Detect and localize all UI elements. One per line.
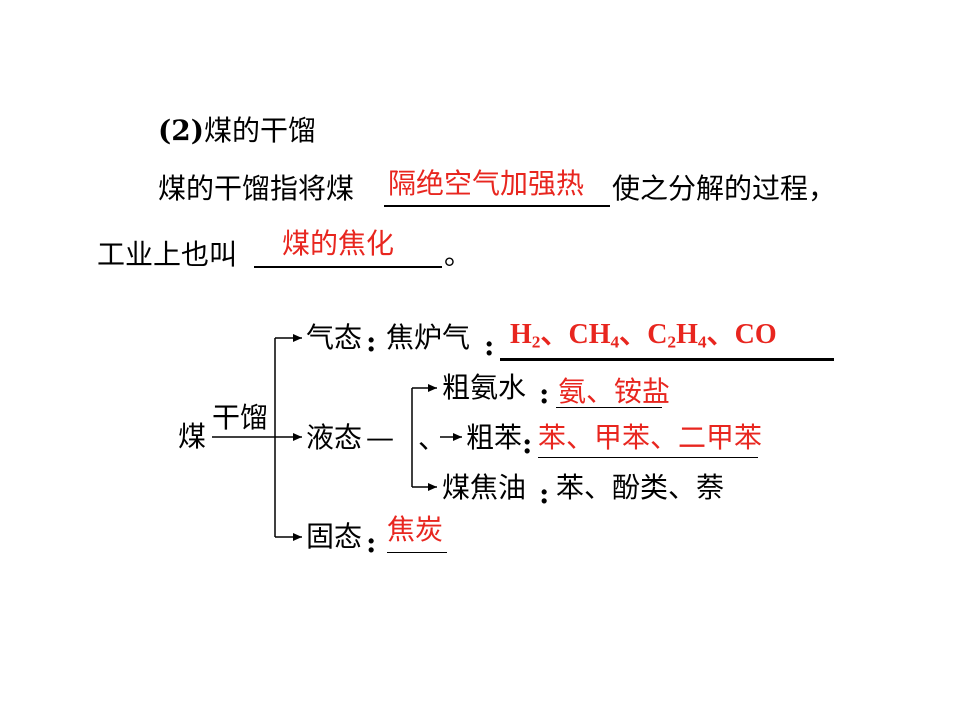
gas-h2-sub: 4: [697, 332, 707, 352]
alias-answer: 煤的焦化: [282, 227, 395, 260]
gas-answer-underline: [500, 358, 834, 361]
dry-distillation-label: 干馏: [212, 401, 269, 434]
alias-suffix: 。: [444, 238, 473, 271]
gas-c: C: [647, 319, 668, 350]
crude-ammonia-label: 粗氨水: [442, 371, 527, 404]
crude-benzene-prefix: 、: [418, 422, 447, 455]
root-coal-label: 煤: [178, 420, 207, 453]
definition-answer-underline: [384, 205, 610, 207]
coal-tar-answer: 苯、酚类、萘: [556, 471, 725, 504]
gas-ch-sub: 4: [610, 332, 620, 352]
gas-h-sub: 2: [531, 332, 541, 352]
crude-ammonia-colon: :: [539, 377, 550, 410]
crude-benzene-colon: :: [522, 427, 533, 460]
definition-suffix: 使之分解的过程，: [612, 172, 837, 205]
gas-colon: :: [366, 325, 377, 358]
gas-co: CO: [734, 319, 777, 350]
gas-state-label: 气态: [306, 321, 363, 354]
crude-benzene-label: 粗苯: [466, 421, 523, 454]
section-heading: (2)煤的干馏: [158, 117, 316, 145]
section-number: (2): [158, 114, 204, 147]
gas-c-sub: 2: [667, 332, 677, 352]
coke-oven-gas-label: 焦炉气: [386, 321, 471, 354]
gas-sep1: 、: [540, 319, 569, 350]
gas-answer: H2、CH4、C2H4、CO: [510, 319, 777, 352]
crude-benzene-underline: [538, 457, 758, 458]
definition-line-1: 煤的干馏指将煤: [158, 175, 354, 203]
liquid-state-label: 液态: [306, 421, 363, 454]
gas-h2: H: [676, 319, 698, 350]
coal-tar-label: 煤焦油: [442, 471, 527, 504]
solid-colon: :: [366, 526, 377, 559]
solid-answer: 焦炭: [387, 513, 444, 546]
gas-sep3: 、: [706, 319, 735, 350]
section-title: 煤的干馏: [203, 114, 316, 147]
crude-benzene-answer: 苯、甲苯、二甲苯: [538, 421, 763, 454]
crude-ammonia-underline: [556, 407, 662, 408]
crude-ammonia-answer: 氨、铵盐: [558, 375, 671, 408]
coal-tar-colon: :: [539, 477, 550, 510]
coke-oven-gas-colon: :: [484, 329, 495, 362]
alias-prefix: 工业上也叫: [97, 238, 238, 271]
gas-ch: CH: [568, 319, 611, 350]
definition-prefix: 煤的干馏指将煤: [158, 172, 355, 205]
gas-h: H: [510, 319, 532, 350]
solid-answer-underline: [387, 552, 447, 553]
definition-answer: 隔绝空气加强热: [388, 167, 585, 200]
solid-state-label: 固态: [306, 520, 363, 553]
alias-answer-underline: [254, 266, 442, 268]
gas-sep2: 、: [619, 319, 648, 350]
liquid-dash: —: [366, 421, 394, 454]
